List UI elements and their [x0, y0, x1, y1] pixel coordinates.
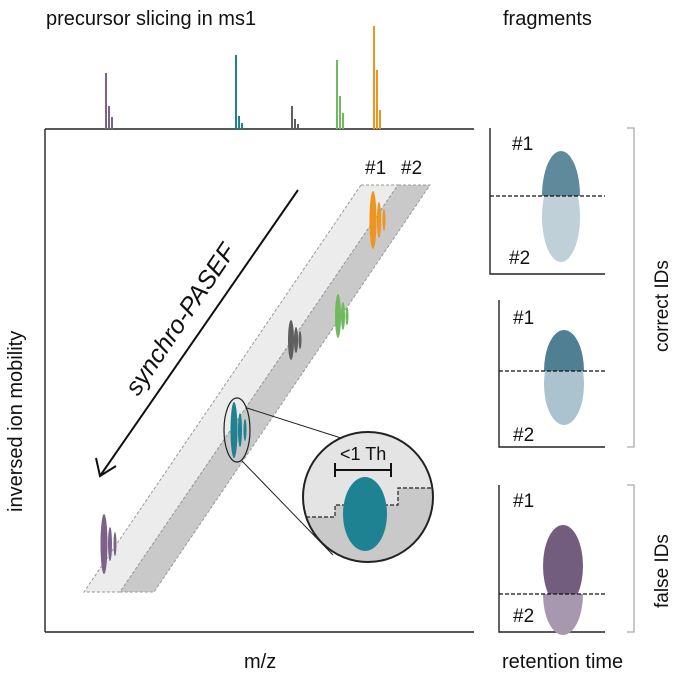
x-axis-label: m/z	[244, 651, 276, 673]
ms1-peaks-purple	[105, 73, 113, 129]
zoom-callout: <1 Th	[223, 397, 434, 563]
fragment-3-slice-bottom: #2	[513, 606, 534, 627]
fragment-panel-1: #1 #2	[489, 128, 605, 275]
fragments-title: fragments	[503, 8, 592, 30]
y-axis-label: inversed ion mobility	[5, 331, 27, 512]
fragment-1-slice-top: #1	[512, 134, 533, 155]
fragment-3-slice-top: #1	[513, 491, 534, 512]
fragment-panel-3: #1 #2	[498, 485, 605, 635]
precursor-features	[100, 191, 386, 574]
correct-ids-label: correct IDs	[652, 260, 673, 352]
synchro-pasef-label: synchro-PASEF	[120, 237, 243, 400]
correct-ids-bracket	[627, 127, 635, 448]
zoom-source-ring	[223, 397, 251, 463]
zoom-connector-top	[246, 407, 342, 439]
feature-orange	[369, 191, 386, 249]
fragment-1-top	[542, 151, 580, 196]
slice-label-1: #1	[365, 158, 386, 179]
zoom-feature	[343, 477, 387, 551]
window-width-label: <1 Th	[340, 444, 386, 464]
feature-green	[335, 294, 349, 338]
ms1-peaks-teal	[235, 55, 243, 129]
slice-label-2: #2	[401, 158, 422, 179]
ms1-spectrum	[45, 26, 474, 130]
precursor-title: precursor slicing in ms1	[46, 8, 256, 30]
fragment-3-body	[543, 525, 583, 607]
isolation-window-bands	[83, 184, 431, 593]
ms1-peaks-orange	[373, 26, 381, 129]
scan-direction-arrow	[95, 189, 299, 478]
ms1-peaks-gray	[291, 106, 299, 129]
isolation-band-1	[83, 184, 399, 593]
fragment-2-slice-top: #1	[513, 308, 534, 329]
rt-axis-label: retention time	[502, 651, 623, 673]
fragment-panel-2: #1 #2	[498, 300, 605, 448]
isolation-band-2	[119, 184, 431, 593]
fragment-1-slice-bottom: #2	[509, 248, 530, 269]
fragment-3-bottom	[543, 594, 583, 635]
false-ids-bracket	[627, 484, 635, 633]
main-plot-axes	[44, 129, 474, 633]
fragment-2-slice-bottom: #2	[513, 425, 534, 446]
feature-gray	[288, 320, 302, 360]
feature-purple	[100, 514, 117, 574]
fragment-2-top	[544, 330, 584, 371]
false-ids-label: false IDs	[652, 534, 673, 608]
window-width-bracket	[334, 463, 392, 477]
ms1-peaks-green	[336, 60, 344, 129]
zoom-lens	[302, 431, 434, 563]
feature-teal	[230, 402, 247, 458]
